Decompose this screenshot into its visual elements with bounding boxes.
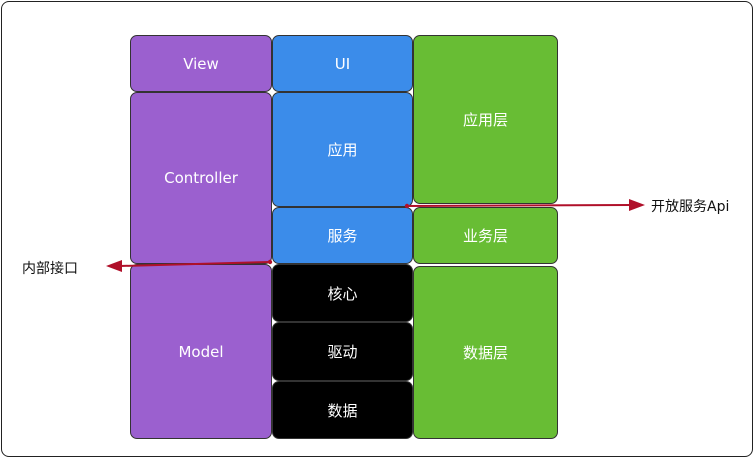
internal-interface-arrow-line xyxy=(119,261,271,267)
controller-label: Controller xyxy=(164,169,238,187)
open-api-arrowhead xyxy=(629,199,645,211)
data-layer-box: 数据层 xyxy=(413,266,558,439)
open-api-arrow-line xyxy=(406,204,632,207)
app-layer-label: 应用层 xyxy=(462,111,508,129)
business-layer-label: 业务层 xyxy=(462,227,508,245)
internal-interface-label: 内部接口 xyxy=(22,261,78,277)
data-label: 数据 xyxy=(327,401,358,420)
model-box: Model xyxy=(130,264,272,439)
ui-box: UI xyxy=(272,35,413,92)
view-label: View xyxy=(183,54,219,73)
core-label: 核心 xyxy=(327,284,358,303)
ui-label: UI xyxy=(334,54,351,73)
controller-box: Controller xyxy=(130,92,272,264)
internal-interface-arrowhead xyxy=(106,260,122,272)
service-box: 服务 xyxy=(272,207,413,264)
view-box: View xyxy=(130,35,272,92)
app-layer-box: 应用层 xyxy=(413,35,558,204)
app-label: 应用 xyxy=(327,141,358,159)
model-label: Model xyxy=(178,342,224,361)
data-box: 数据 xyxy=(272,381,413,439)
core-box: 核心 xyxy=(272,264,413,322)
open-api-label: 开放服务Api xyxy=(651,199,730,215)
service-label: 服务 xyxy=(327,227,358,245)
open-api-arrow xyxy=(404,199,645,211)
driver-box: 驱动 xyxy=(272,322,413,381)
business-layer-box: 业务层 xyxy=(413,207,558,264)
internal-interface-arrow xyxy=(106,259,273,272)
data-layer-label: 数据层 xyxy=(462,344,508,362)
driver-label: 驱动 xyxy=(327,343,358,361)
app-box: 应用 xyxy=(272,92,413,207)
